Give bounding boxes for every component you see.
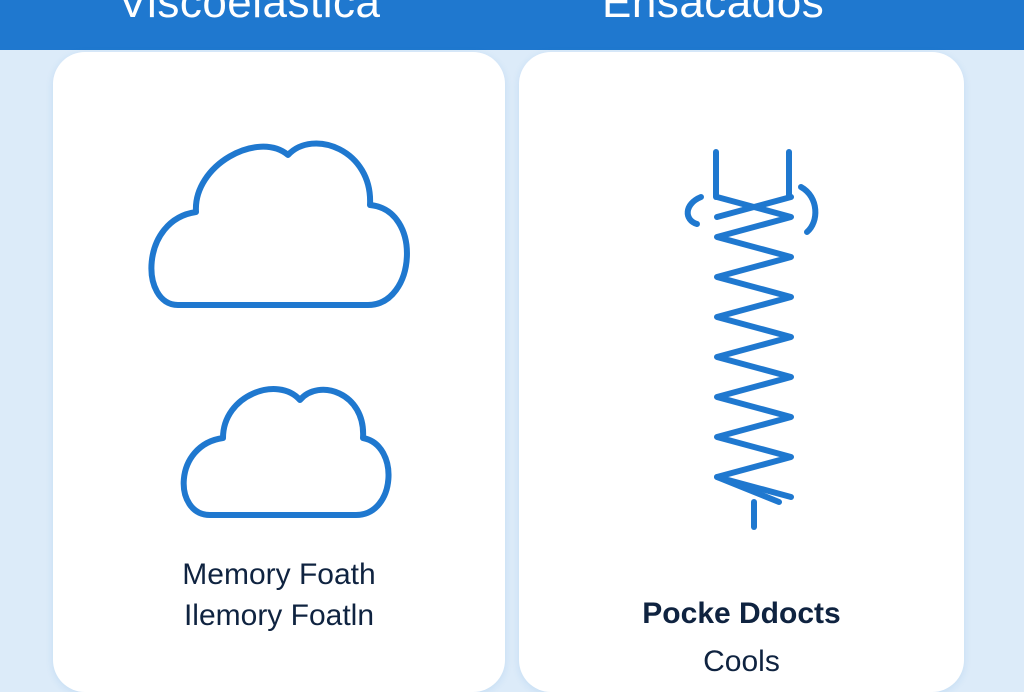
pocket-coils-label-2: Cools: [703, 645, 780, 678]
pocket-coils-card: Pocke Ddocts Cools: [519, 52, 964, 692]
memory-foam-card: Memory Foath Ilemory Foatln: [53, 52, 505, 692]
header-bar: Viscoelastica Ensacados: [0, 0, 1024, 50]
pocket-coils-label-1: Pocke Ddocts: [642, 597, 841, 630]
memory-foam-label-1: Memory Foath: [182, 558, 376, 591]
spring-coil-icon: [684, 149, 819, 530]
header-title-left: Viscoelastica: [118, 0, 381, 27]
header-title-right: Ensacados: [602, 0, 825, 27]
cloud-icon: [148, 140, 410, 518]
memory-foam-label-2: Ilemory Foatln: [183, 599, 375, 632]
